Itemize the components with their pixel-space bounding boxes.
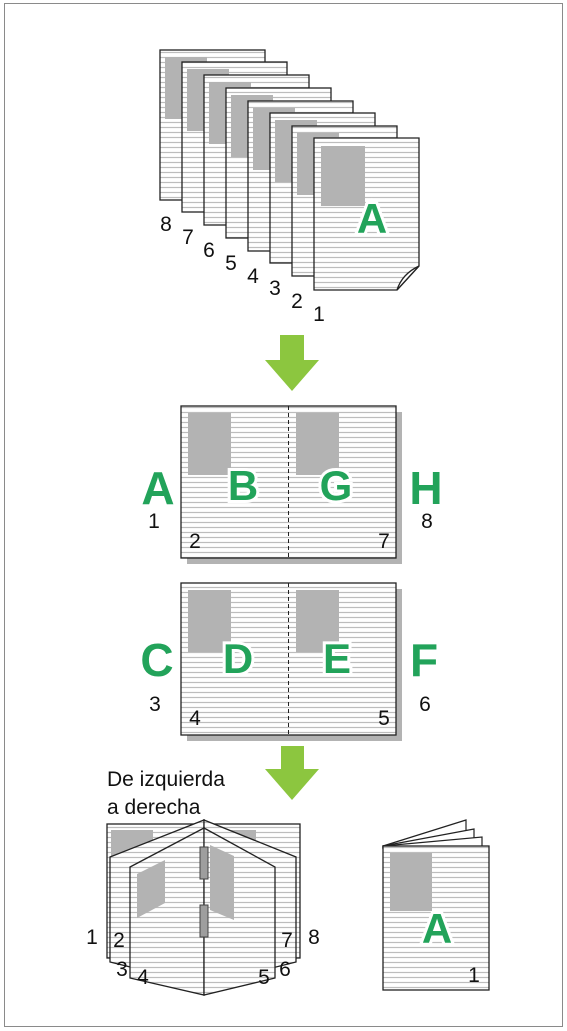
booklet-caption-line2: a derecha bbox=[107, 796, 201, 819]
spread-1-inner-left-letter: B bbox=[228, 462, 258, 509]
staple-icon bbox=[199, 846, 209, 880]
spread-2-outer-right-number: 6 bbox=[419, 693, 431, 716]
source-page-1: A bbox=[313, 137, 420, 291]
booklet-number-3: 3 bbox=[116, 958, 128, 981]
spread-1-outer-left-number: 1 bbox=[148, 510, 160, 533]
spread-2-inner-right-letter: E bbox=[323, 635, 351, 682]
open-booklet: 1 2 3 4 5 6 7 8 bbox=[86, 819, 320, 996]
spread-1-inner-left-number: 2 bbox=[189, 530, 201, 553]
down-arrow-icon bbox=[265, 335, 319, 391]
source-page-number-5: 5 bbox=[225, 252, 237, 275]
spread-1-outer-left-letter: A bbox=[141, 462, 174, 514]
source-front-letter: A bbox=[357, 195, 387, 242]
booklet-number-7: 7 bbox=[281, 929, 293, 952]
source-page-number-4: 4 bbox=[247, 265, 259, 288]
booklet-number-5: 5 bbox=[258, 966, 270, 989]
source-page-number-3: 3 bbox=[269, 277, 281, 300]
source-page-number-8: 8 bbox=[160, 213, 172, 236]
source-page-number-7: 7 bbox=[182, 226, 194, 249]
down-arrow-icon bbox=[265, 746, 319, 800]
booklet-number-1: 1 bbox=[86, 926, 98, 949]
spread-1-inner-right-letter: G bbox=[320, 462, 353, 509]
spread-1-inner-right-number: 7 bbox=[378, 530, 390, 553]
booklet-caption-line1: De izquierda bbox=[107, 768, 225, 791]
spread-2-outer-right-letter: F bbox=[410, 634, 438, 686]
spread-2-outer-left-letter: C bbox=[140, 634, 173, 686]
booklet-number-8: 8 bbox=[308, 926, 320, 949]
source-page-number-2: 2 bbox=[291, 290, 303, 313]
spread-2-inner-left-number: 4 bbox=[189, 707, 201, 730]
closed-booklet-number: 1 bbox=[468, 964, 480, 987]
closed-booklet-letter: A bbox=[422, 905, 452, 952]
booklet-number-4: 4 bbox=[137, 966, 149, 989]
spread-2-inner-right-number: 5 bbox=[378, 707, 390, 730]
booklet-number-6: 6 bbox=[279, 958, 291, 981]
closed-booklet: A 1 bbox=[382, 819, 490, 991]
spread-2: C 3 D 4 E 5 F 6 bbox=[140, 582, 438, 741]
spread-1-outer-right-letter: H bbox=[409, 462, 442, 514]
source-page-number-1: 1 bbox=[313, 303, 325, 326]
spread-1-outer-right-number: 8 bbox=[421, 510, 433, 533]
booklet-number-2: 2 bbox=[113, 929, 125, 952]
spread-2-inner-left-letter: D bbox=[223, 635, 253, 682]
staple-icon bbox=[199, 904, 209, 938]
spread-2-outer-left-number: 3 bbox=[149, 693, 161, 716]
source-page-number-6: 6 bbox=[203, 239, 215, 262]
spread-1: A 1 B 2 G 7 H 8 bbox=[141, 405, 443, 564]
source-page-stack: A 8 7 6 5 4 3 2 1 bbox=[159, 49, 420, 326]
